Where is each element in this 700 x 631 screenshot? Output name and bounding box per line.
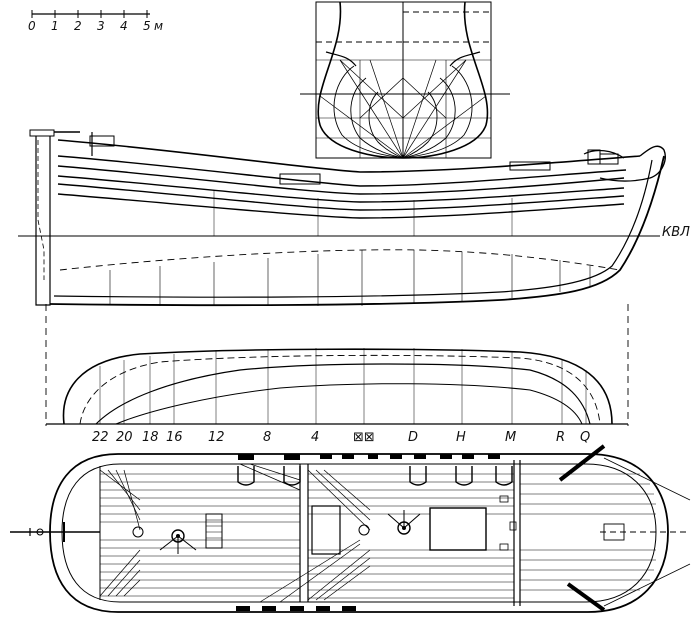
station-label-H: H (456, 430, 466, 445)
station-label-M: M (505, 430, 517, 445)
station-label-22: 22 (92, 430, 109, 445)
body-plan (300, 1, 510, 159)
station-label-R: R (556, 430, 566, 445)
scale-label-3: 3 (97, 19, 105, 33)
scale-label-0: 0 (28, 19, 36, 33)
station-label-4: 4 (311, 430, 320, 445)
half-breadth-plan (46, 348, 628, 425)
station-label-Q: Q (580, 430, 591, 445)
scale-label-2: 2 (74, 19, 82, 33)
scale-label-unit: м (154, 19, 164, 33)
station-label-8: 8 (263, 430, 272, 445)
station-label-16: 16 (166, 430, 183, 445)
scale-bar (31, 10, 150, 18)
station-label-20: 20 (116, 430, 133, 445)
station-label-12: 12 (208, 430, 225, 445)
waterline-label: КВЛ (662, 225, 690, 240)
scale-label-1: 1 (51, 19, 59, 33)
station-label-18: 18 (142, 430, 159, 445)
scale-label-5: 5 (143, 19, 151, 33)
scale-label-4: 4 (120, 19, 128, 33)
station-label-midship: ⊠⊠ (353, 430, 375, 445)
projection-lines (45, 304, 629, 426)
profile-view (18, 129, 666, 307)
deck-plan (10, 444, 691, 613)
station-label-D: D (408, 430, 419, 445)
